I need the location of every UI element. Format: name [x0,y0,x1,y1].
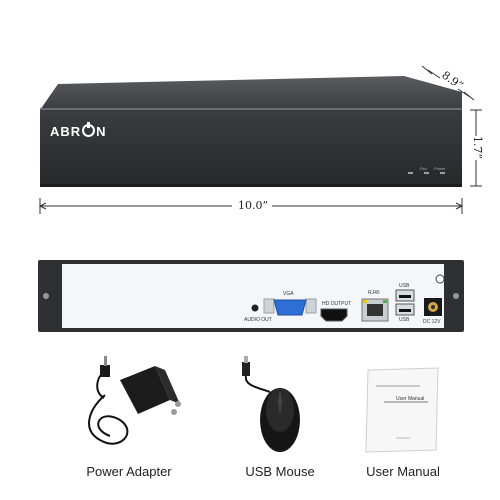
rj45-label: RJ45 [368,290,380,296]
dimension-lines [38,65,482,214]
caption-power-adapter: Power Adapter [86,464,172,479]
caption-user-manual: User Manual [366,464,440,479]
caption-usb-mouse: USB Mouse [245,464,315,479]
power-adapter-icon [88,356,181,445]
brand-logo-end-text: N [96,124,107,139]
usb-bottom-label: USB [399,317,410,323]
vga-port-icon [263,298,317,316]
user-manual-icon [365,367,439,453]
power-led-icon [440,172,445,174]
rj45-port-icon [361,298,389,322]
width-dimension-label: 10.0” [238,199,269,212]
usb-top-label: USB [399,283,410,289]
manual-cover-title: User Manual [396,396,425,402]
vga-label: VGA [283,291,294,297]
nvr-rear-view [38,260,464,332]
brand-power-symbol-icon [82,122,96,137]
usb-mouse-icon [242,356,300,452]
audio-out-label: AUDIO OUT [244,317,272,323]
dc-power-port-icon [424,298,442,316]
rec-led-label: Rec [420,166,428,171]
audio-out-port-icon [251,304,259,312]
usb-ports-icon [395,289,415,316]
rec-led-icon [424,172,429,174]
dc-12v-label: DC 12V [423,319,441,325]
power-led-label: Power [434,166,446,171]
hd-output-label: HD OUTPUT [322,301,352,307]
height-dimension-label: 1.7” [471,135,485,160]
status-led-icon [408,172,413,174]
nvr-front-view [40,76,462,187]
brand-logo: ABR N [50,122,107,139]
hdmi-port-icon [320,308,348,322]
brand-logo-text: ABR [50,124,82,139]
